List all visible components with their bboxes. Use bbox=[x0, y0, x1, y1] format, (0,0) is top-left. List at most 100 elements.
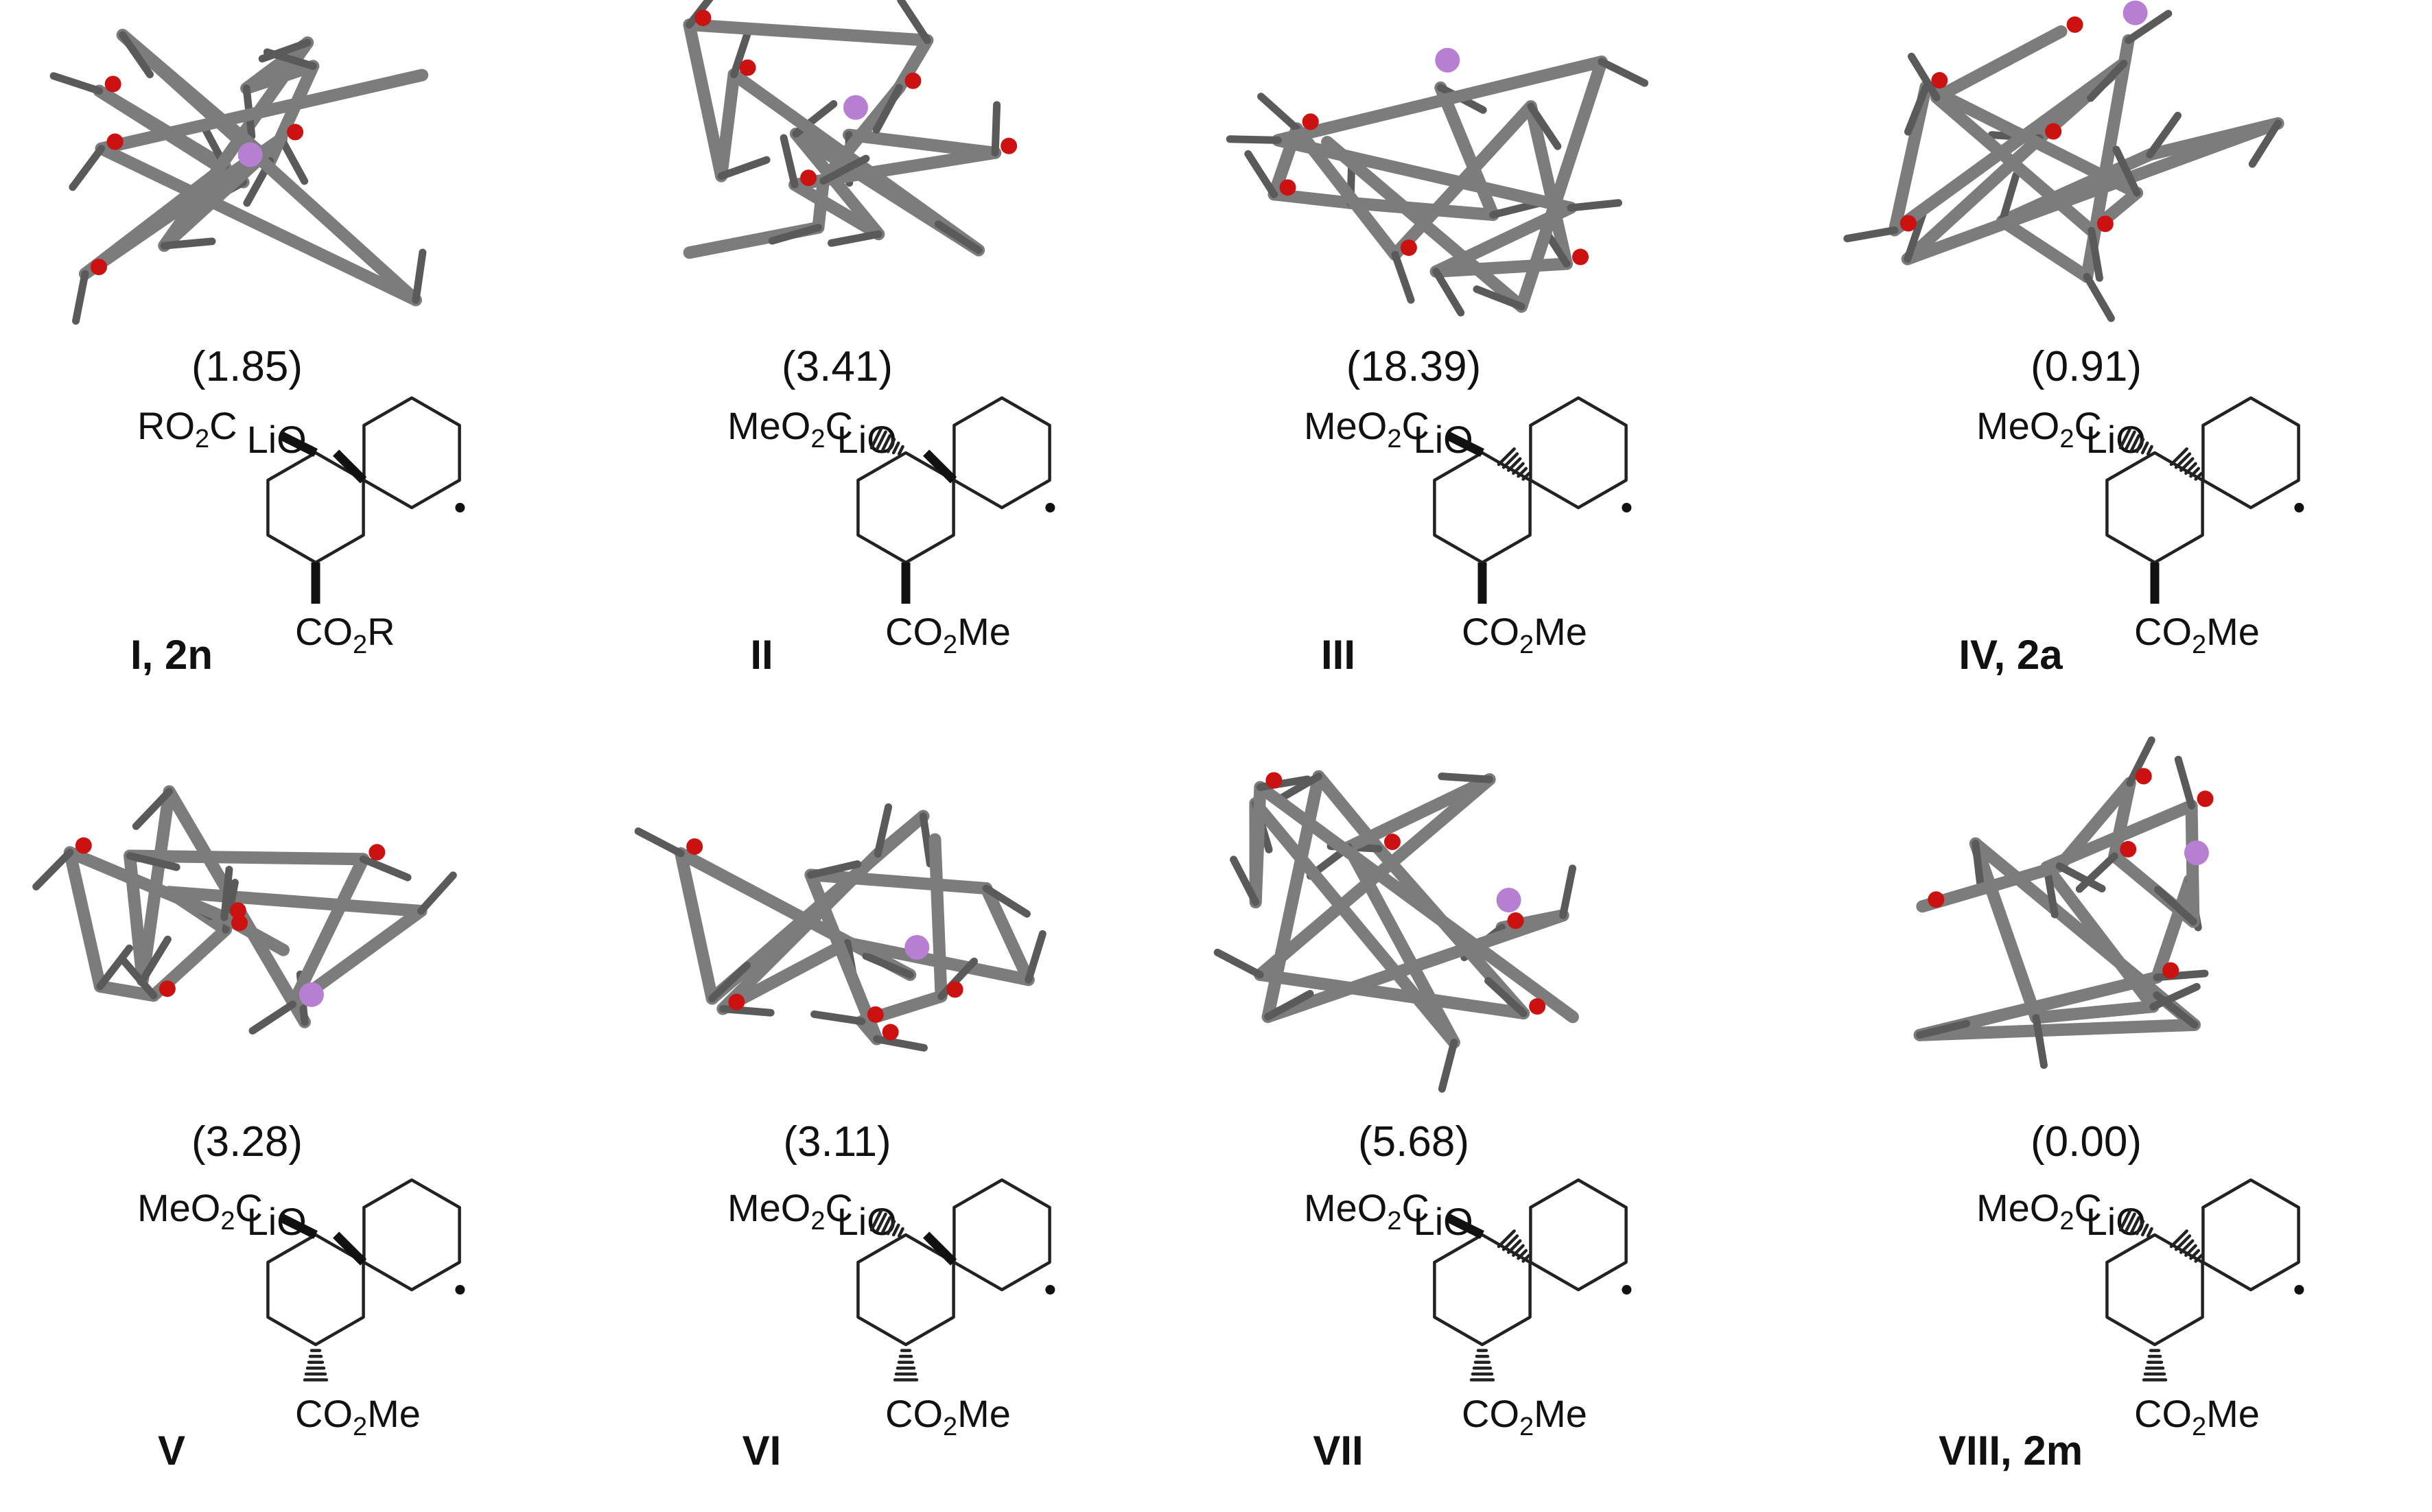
oxygen-atom bbox=[2162, 962, 2179, 979]
carbon-bond bbox=[63, 846, 231, 924]
hashed-bond bbox=[2179, 1239, 2195, 1254]
hydrogen-bond bbox=[2153, 969, 2209, 982]
hydrogen-bond bbox=[685, 0, 714, 29]
oxygen-atom bbox=[1400, 239, 1417, 257]
hydrogen-bond bbox=[730, 25, 753, 79]
hashed-bond bbox=[1512, 462, 1525, 475]
carbon-bond bbox=[1996, 215, 2094, 283]
oxygen-atom bbox=[904, 72, 922, 89]
oxygen-atom bbox=[2120, 840, 2137, 858]
carbon-bond bbox=[683, 19, 728, 182]
ester-bottom-part: Me bbox=[957, 610, 1011, 653]
carbon-bond bbox=[1916, 860, 2066, 913]
ester-bottom-part: CO bbox=[295, 610, 353, 653]
ester-bottom-sub: 2 bbox=[943, 1413, 957, 1441]
carbon-bond bbox=[872, 810, 930, 860]
lithium-atom bbox=[843, 95, 868, 120]
carbon-bond bbox=[1267, 188, 1357, 209]
ester-bottom-part: Me bbox=[1534, 610, 1587, 653]
hydrogen-bond bbox=[417, 871, 457, 915]
oxygen-atom bbox=[946, 981, 963, 998]
carbon-bond bbox=[1342, 840, 1460, 1049]
ring-fusion-h-dot bbox=[455, 503, 465, 512]
bold-bond bbox=[333, 449, 367, 484]
hydrogen-bond bbox=[1025, 930, 1047, 984]
compound-label: II bbox=[750, 632, 773, 678]
ester-left-label: MeO2C bbox=[1304, 1186, 1429, 1236]
ring bbox=[952, 396, 1051, 510]
hydrogen-bond bbox=[412, 248, 427, 304]
hydrogen-bond bbox=[49, 72, 104, 95]
carbon-bond bbox=[1930, 91, 2098, 237]
ester-bottom-label: CO2Me bbox=[1462, 610, 1587, 659]
carbon-bond bbox=[842, 128, 1002, 159]
ring bbox=[1529, 1178, 1628, 1292]
bold-bond bbox=[923, 449, 957, 484]
hashed-bond bbox=[1501, 452, 1519, 469]
hashed-bond bbox=[2189, 1249, 2201, 1260]
oxygen-atom bbox=[75, 837, 92, 854]
oxygen-atom bbox=[728, 993, 745, 1011]
hashed-bond bbox=[1521, 471, 1531, 481]
hydrogen-bond bbox=[991, 101, 1001, 157]
relative-energy: (18.39) bbox=[1346, 343, 1481, 390]
hydrogen-bond bbox=[1244, 150, 1278, 198]
hydrogen-bond bbox=[1904, 209, 1927, 263]
bold-bond bbox=[1446, 1214, 1484, 1239]
hydrogen-bond bbox=[139, 935, 172, 984]
compound-label: VIII, 2m bbox=[1939, 1428, 2083, 1474]
hydrogen-bond bbox=[1226, 135, 1282, 144]
compound-label: IV, 2a bbox=[1959, 632, 2063, 678]
ester-left-part: C bbox=[1402, 404, 1429, 447]
ring-fusion-h-dot bbox=[1622, 503, 1632, 512]
hashed-bond bbox=[2140, 441, 2149, 455]
ester-bottom-part: Me bbox=[2206, 610, 2260, 653]
hashed-bond bbox=[1497, 1229, 1516, 1249]
hashed-bond bbox=[2179, 457, 2195, 472]
hydrogen-bond bbox=[1391, 250, 1415, 304]
ester-bottom-part: CO bbox=[2134, 1392, 2192, 1435]
carbon-bond bbox=[124, 849, 370, 866]
ester-bottom-label: CO2R bbox=[295, 610, 395, 659]
ring bbox=[2201, 1178, 2300, 1292]
hydrogen-bond bbox=[1438, 772, 1494, 783]
hashed-bond bbox=[897, 445, 904, 456]
oxygen-atom bbox=[104, 75, 121, 93]
hydrogen-bond bbox=[634, 827, 685, 858]
carbon-bond bbox=[264, 60, 320, 167]
hydrogen-bond bbox=[359, 855, 412, 882]
oxygen-atom bbox=[159, 980, 176, 997]
ring-fusion-h-dot bbox=[455, 1285, 465, 1295]
carbon-bond bbox=[1901, 132, 2046, 265]
hashed-bond bbox=[2184, 462, 2197, 475]
ester-bottom-part: Me bbox=[1534, 1392, 1587, 1435]
hydrogen-bond bbox=[32, 849, 74, 890]
relative-energy: (3.11) bbox=[783, 1118, 891, 1166]
hydrogen-bond bbox=[2149, 982, 2201, 1011]
carbon-bond bbox=[286, 853, 370, 1011]
hydrogen-bond bbox=[2032, 1014, 2048, 1070]
hydrogen-bond bbox=[69, 145, 106, 191]
ester-left-sub: 2 bbox=[1387, 425, 1401, 453]
hashed-bond bbox=[1517, 1249, 1528, 1260]
ring-fusion-h-dot bbox=[1045, 1285, 1055, 1295]
hashed-bond bbox=[886, 438, 896, 453]
hashed-bond bbox=[2169, 447, 2188, 466]
ester-bottom-sub: 2 bbox=[1519, 1413, 1534, 1441]
hashed-bond bbox=[2135, 1220, 2145, 1236]
ester-bottom-sub: 2 bbox=[943, 630, 957, 659]
hashed-bond bbox=[1507, 457, 1522, 472]
hydrogen-bond bbox=[874, 803, 893, 858]
compound-label: III bbox=[1321, 632, 1355, 678]
oxygen-atom bbox=[1279, 179, 1296, 196]
oxygen-atom bbox=[1899, 215, 1917, 232]
hydrogen-bond bbox=[919, 812, 934, 868]
hydrogen-bond bbox=[2174, 755, 2195, 810]
hydrogen-bond bbox=[1998, 171, 2020, 225]
hashed-bond bbox=[1501, 1234, 1519, 1251]
